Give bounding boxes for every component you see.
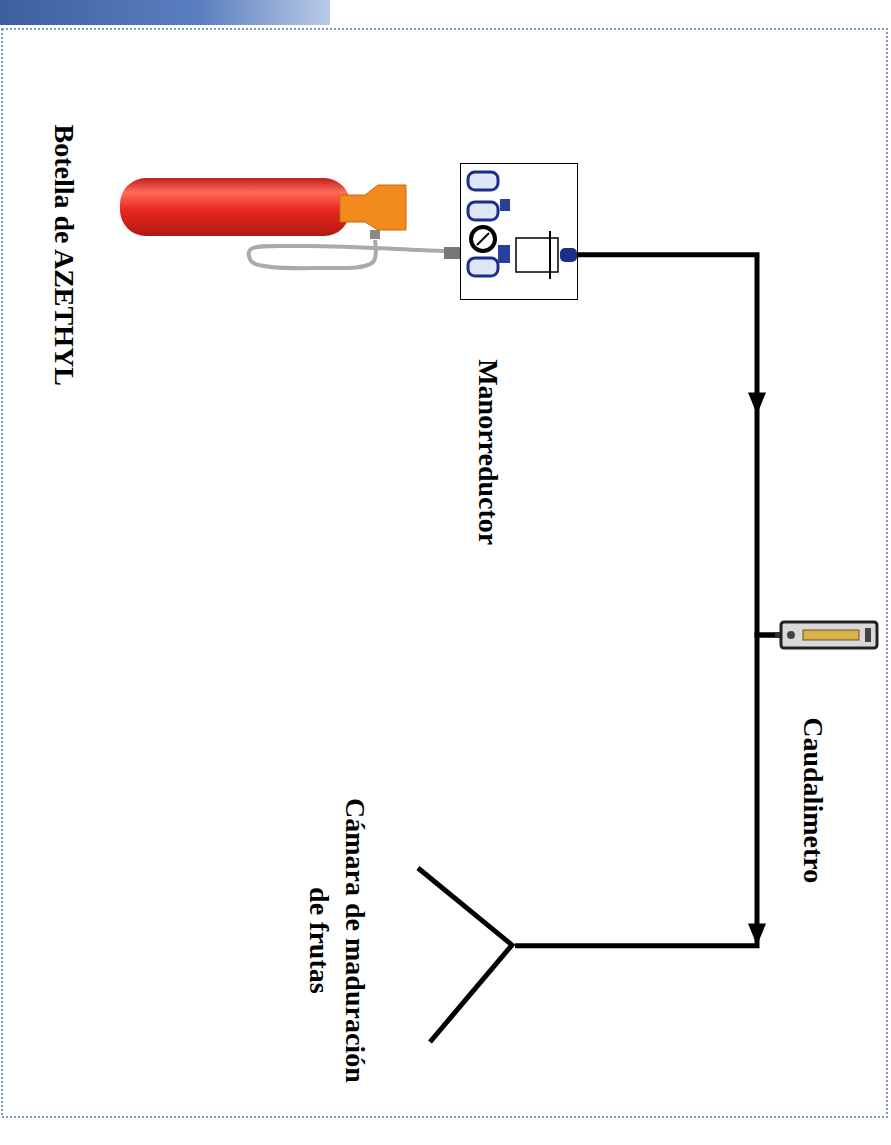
- connector-line: [578, 255, 775, 635]
- flowmeter: Caudalimetro: [775, 618, 880, 652]
- regulator-knob: [500, 199, 510, 211]
- connector-line: [249, 240, 460, 268]
- ripening-chamber-shape: [415, 862, 515, 1048]
- flowmeter-cap: [865, 628, 871, 642]
- gauge-needle: [477, 233, 489, 245]
- regulator-flange: [549, 231, 551, 279]
- pressure-regulator: Manorreductor: [460, 163, 578, 300]
- regulator-panel: [461, 164, 578, 300]
- flowmeter-knob: [787, 631, 795, 639]
- arrowhead: [748, 392, 766, 414]
- cylinder-body: [120, 178, 350, 236]
- gas-cylinder-shape: [118, 176, 410, 240]
- top-strip: [0, 0, 330, 25]
- connector: [515, 635, 775, 946]
- chamber-inlet-symbol: [418, 868, 512, 1042]
- arrowhead: [748, 924, 766, 946]
- connector: [578, 255, 775, 635]
- regulator-body: [516, 238, 558, 272]
- valve-outlet: [370, 230, 380, 239]
- regulator-fitting: [468, 202, 498, 220]
- gas-cylinder: Botella de AZETHYL: [118, 176, 410, 240]
- connector: [249, 240, 460, 268]
- frame-border: [2, 29, 887, 1117]
- flowmeter-tube: [803, 630, 859, 640]
- connector-line: [515, 635, 775, 946]
- node-label: Caudalimetro: [795, 717, 831, 883]
- regulator-fitting: [468, 172, 498, 190]
- node-label: Manorreductor: [470, 359, 506, 545]
- cylinder-valve: [340, 185, 406, 230]
- pressure-regulator-shape: [460, 163, 578, 300]
- ripening-chamber: Cámara de maduración de frutas: [415, 862, 515, 1048]
- regulator-fitting: [468, 258, 498, 276]
- flowmeter-shape: [775, 618, 880, 652]
- node-label: Botella de AZETHYL: [45, 125, 81, 386]
- inlet-fitting: [444, 247, 460, 259]
- node-label: Cámara de maduración de frutas: [301, 790, 374, 1090]
- regulator-outlet: [560, 248, 577, 262]
- flowmeter-body: [781, 622, 877, 648]
- regulator-stem: [498, 245, 510, 263]
- pressure-gauge: [471, 227, 495, 251]
